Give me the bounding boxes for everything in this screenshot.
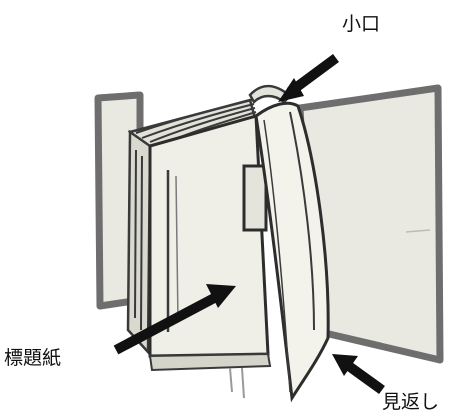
title-page-panel [148, 114, 270, 358]
endpaper-leaf [254, 101, 330, 403]
label-koguchi: 小口 [342, 13, 380, 35]
label-mikaeshi: 見返し [382, 391, 439, 413]
label-hyodaishi: 標題紙 [4, 347, 61, 369]
arrow-koguchi [278, 53, 339, 102]
book-base [148, 352, 272, 399]
arrow-mikaeshi [332, 354, 385, 395]
arrow-hyodaishi [113, 284, 236, 355]
title-window [242, 164, 268, 232]
